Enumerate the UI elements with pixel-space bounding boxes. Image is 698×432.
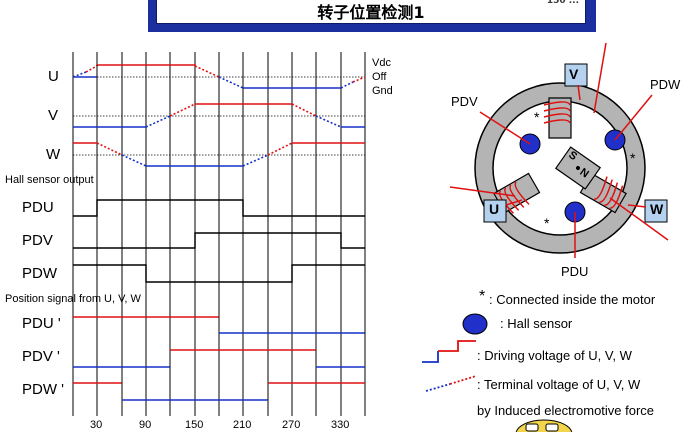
legend-terminal-text-2: by Induced electromotive force (477, 403, 655, 418)
signal-label-pdv-prime: PDV ' (22, 348, 60, 365)
section-position-label: Position signal from U, V, W (5, 293, 141, 305)
w-terminal-fall-blue (121, 154, 147, 167)
legend-star-text: : Connected inside the motor (489, 292, 656, 307)
axis-tick-330: 330 (331, 419, 350, 431)
legend-driving-red (438, 340, 476, 352)
motor-label-w: W (650, 201, 664, 217)
signal-label-pdu: PDU (22, 199, 54, 216)
position-waveforms (73, 316, 366, 401)
signal-label-pdv: PDV (22, 232, 53, 249)
pole-u-coil (498, 181, 530, 214)
mascot-glasses-left (525, 423, 539, 432)
pdw-lead (614, 94, 653, 141)
motor-label-pdw: PDW (650, 77, 681, 92)
v-terminal-fall-blue (315, 115, 342, 128)
signal-label-u: U (48, 68, 59, 85)
signal-label-pdu-prime: PDU ' (22, 315, 61, 332)
u-terminal-fall-red (194, 65, 220, 78)
legend-driving-text: : Driving voltage of U, V, W (477, 348, 632, 363)
motor-label-pdv: PDV (451, 94, 478, 109)
pole-v-tooth (548, 97, 572, 139)
u-terminal-fall-blue (218, 76, 244, 89)
axis-tick-270: 270 (282, 419, 301, 431)
legend-hall-ellipse (462, 313, 488, 335)
title-frame: 150 ... 转子位置检测1 (148, 0, 596, 32)
signal-label-w: W (46, 146, 61, 163)
mascot-head (515, 419, 573, 432)
axis-tick-30: 30 (90, 419, 103, 431)
signal-label-pdw: PDW (22, 265, 57, 282)
v-terminal-rise-blue (145, 115, 171, 128)
section-hall-label: Hall sensor output (5, 174, 94, 186)
pdu-wave (73, 199, 365, 217)
v-terminal-rise-red (169, 103, 196, 117)
u-lead-2 (505, 199, 523, 206)
w-lead-2 (609, 197, 669, 241)
signal-label-pdw-prime: PDW ' (22, 381, 65, 398)
axis-tick-90: 90 (139, 419, 152, 431)
title-panel: 150 ... 转子位置检测1 (156, 0, 586, 24)
legend-terminal-text: : Terminal voltage of U, V, W (477, 377, 641, 392)
level-off: Off (372, 71, 387, 83)
v-waveform (73, 103, 365, 128)
timing-diagram (72, 52, 366, 416)
axis-tick-150: 150 (185, 419, 204, 431)
w-terminal-rise-blue (242, 154, 269, 167)
pdv-lead (479, 111, 531, 145)
mascot-glasses-right (545, 423, 559, 432)
u-lead-1 (449, 186, 516, 197)
w-label-box (644, 199, 668, 223)
legend-terminal-red (449, 375, 477, 385)
legend-driving-blue (422, 351, 439, 363)
v-lead-2 (593, 42, 607, 114)
pole-v (543, 97, 572, 139)
title-overflow-text: 150 ... (546, 0, 579, 6)
u-terminal-rise2-blue (340, 81, 354, 89)
motor-diagram (449, 42, 669, 258)
w-terminal-rise-red (267, 142, 293, 156)
w-lead-1 (627, 204, 647, 208)
mascot-face-partial (515, 419, 573, 432)
page-title: 转子位置检测1 (317, 3, 425, 22)
v-lead-1 (577, 84, 581, 101)
legend-hall-icon (462, 313, 488, 335)
pole-w-tooth (579, 172, 627, 214)
pole-v-coil (543, 101, 571, 124)
grid-lines (72, 52, 366, 416)
legend-terminal-icon (425, 375, 477, 392)
rotor (554, 146, 602, 190)
motor-label-pdu: PDU (561, 264, 589, 279)
level-gnd: Gnd (372, 85, 393, 97)
legend-driving-icon (422, 340, 476, 363)
legend-terminal-blue (425, 383, 451, 392)
motor-label-v: V (569, 66, 579, 82)
pdv-wave (73, 232, 365, 249)
connection-star-3: * (544, 215, 550, 231)
legend-star-symbol: * (479, 288, 486, 305)
motor-label-u: U (489, 201, 500, 217)
u-terminal-rise-red (85, 65, 98, 73)
connection-star-1: * (534, 109, 540, 125)
connection-star-2: * (630, 150, 636, 166)
v-label-box (564, 63, 588, 87)
u-terminal-rise2-red (352, 76, 366, 83)
v-terminal-fall-red (291, 103, 317, 117)
legend-hall-text: : Hall sensor (500, 316, 573, 331)
pdw-wave (73, 264, 365, 283)
level-vdc: Vdc (372, 57, 391, 69)
hall-waveforms (73, 199, 365, 283)
w-waveform (73, 142, 365, 167)
w-terminal-fall-red (96, 142, 123, 156)
signal-label-v: V (48, 107, 59, 124)
u-label-box (483, 199, 507, 223)
u-waveform (72, 64, 366, 89)
rotor-center-dot (576, 166, 580, 170)
axis-tick-210: 210 (233, 419, 252, 431)
